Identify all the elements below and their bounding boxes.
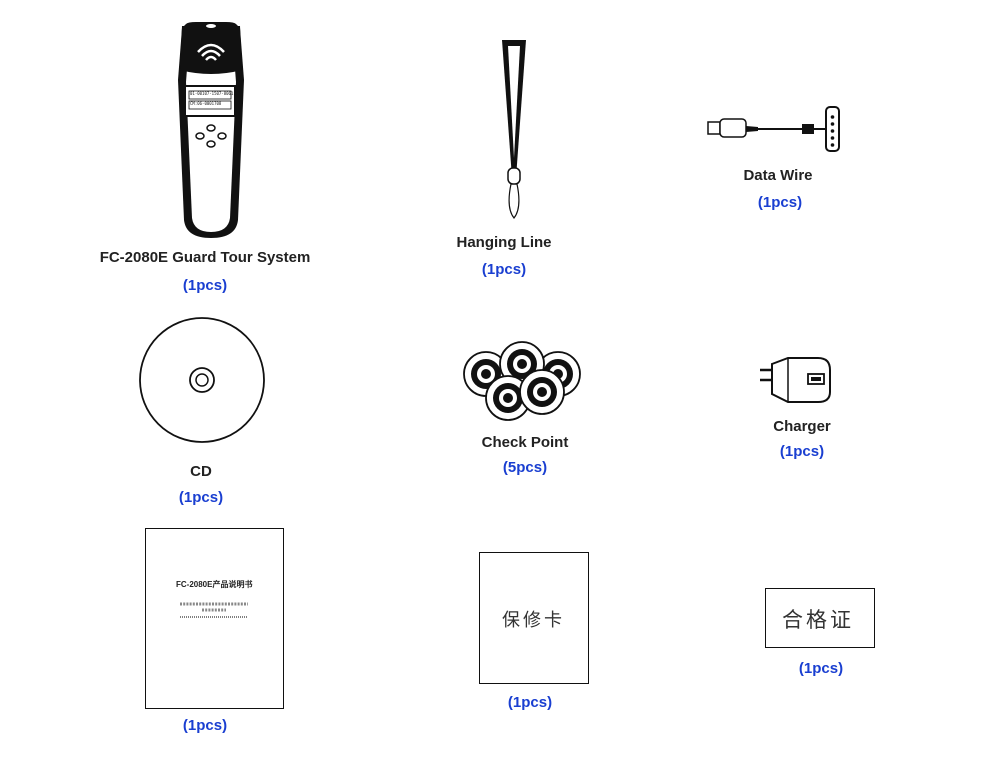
charger-qty: (1pcs) — [779, 443, 825, 460]
device-screen-line2: CM:06-0001708 — [190, 101, 222, 106]
manual-booklet — [145, 528, 284, 709]
lanyard-icon — [502, 40, 526, 219]
manual-cover-title: FC-2080E产品说明书 — [176, 580, 253, 589]
cd-qty: (1pcs) — [178, 489, 224, 506]
manual-qty: (1pcs) — [182, 717, 228, 734]
charger-name: Charger — [773, 418, 831, 435]
guard-tour-device-icon — [178, 22, 244, 238]
data-wire-qty: (1pcs) — [757, 194, 803, 211]
cd-name: CD — [190, 463, 212, 480]
device-screen-line1: 01-00107-1507-8061 — [190, 91, 234, 96]
rfid-tags-icon — [463, 341, 581, 421]
device-name: FC-2080E Guard Tour System — [99, 249, 311, 266]
warranty-card-text: 保修卡 — [502, 610, 565, 631]
lanyard-name: Hanging Line — [456, 234, 552, 251]
certificate-qty: (1pcs) — [798, 660, 844, 677]
certificate-card — [765, 588, 875, 648]
usb-cable-icon — [707, 106, 840, 152]
certificate-text: 合格证 — [782, 608, 854, 632]
check-point-name: Check Point — [481, 434, 569, 451]
check-point-qty: (5pcs) — [502, 459, 548, 476]
charger-icon — [760, 357, 831, 403]
warranty-qty: (1pcs) — [507, 694, 553, 711]
manual-text-lines — [180, 602, 248, 618]
lanyard-qty: (1pcs) — [481, 261, 527, 278]
cd-disc-icon — [139, 317, 265, 443]
device-qty: (1pcs) — [182, 277, 228, 294]
data-wire-name: Data Wire — [743, 167, 813, 184]
warranty-card — [479, 552, 589, 684]
